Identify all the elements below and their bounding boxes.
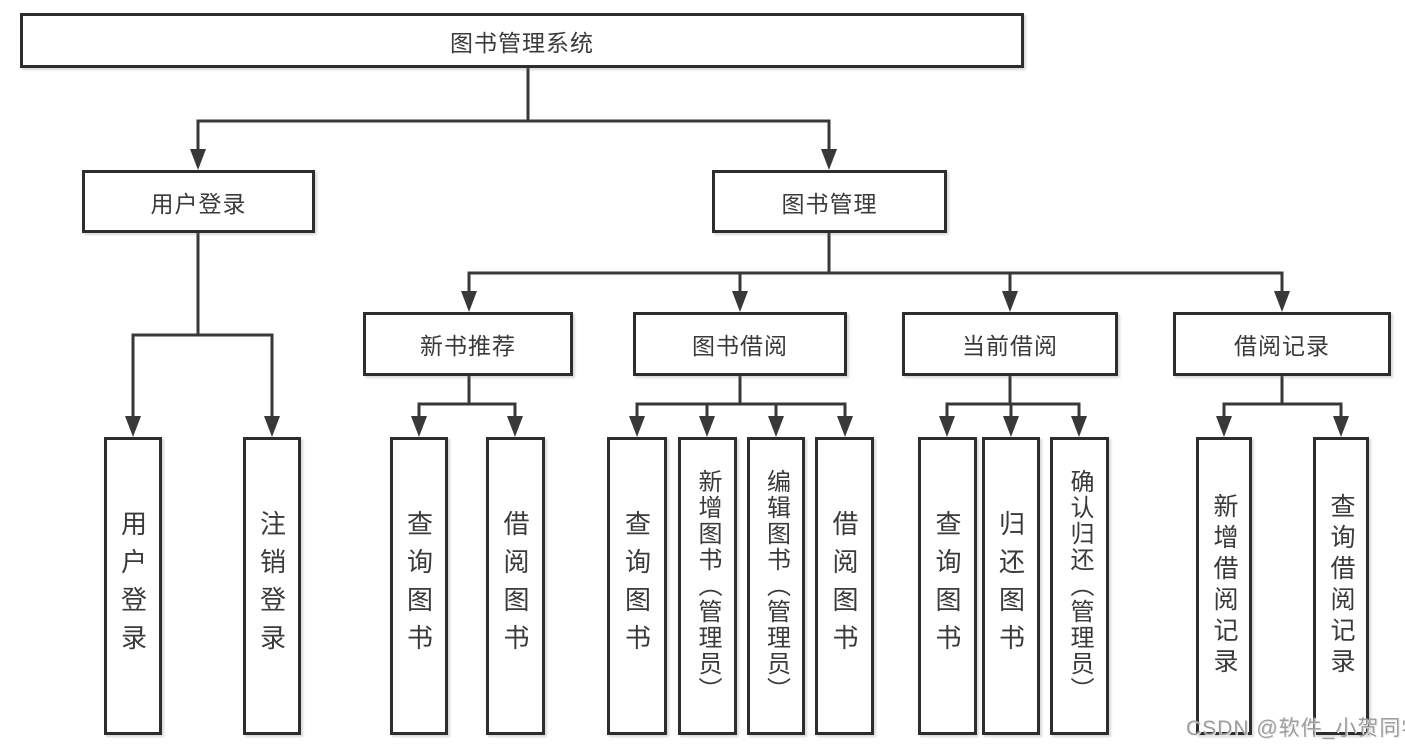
node-label: 图书管理 xyxy=(781,190,878,217)
arrowhead-icon xyxy=(411,416,427,437)
arrowhead-icon xyxy=(837,416,853,437)
node-label: 编辑图书（管理员） xyxy=(762,469,790,703)
leaf-query-books-current: 查询图书 xyxy=(918,437,977,735)
node-label: 新书推荐 xyxy=(420,333,516,359)
arrowhead-icon xyxy=(1333,416,1349,437)
node-label: 用户登录 xyxy=(117,510,148,662)
node-label: 图书借阅 xyxy=(692,333,788,359)
node-label: 图书管理系统 xyxy=(450,29,594,56)
leaf-borrow-books-recommend: 借阅图书 xyxy=(486,437,545,735)
arrowhead-icon xyxy=(264,416,280,437)
leaf-return-books: 归还图书 xyxy=(982,437,1040,735)
node-library-system: 图书管理系统 xyxy=(20,13,1024,68)
leaf-confirm-return-admin: 确认归还（管理员） xyxy=(1050,437,1109,735)
arrowhead-icon xyxy=(190,149,206,170)
node-label: 查询图书 xyxy=(621,510,652,662)
csdn-watermark: CSDN @软件_小贺同学 xyxy=(1186,717,1405,740)
arrowhead-icon xyxy=(699,416,715,437)
node-label: 查询借阅记录 xyxy=(1327,493,1355,679)
node-book-borrowing: 图书借阅 xyxy=(633,312,847,376)
arrowhead-icon xyxy=(1216,416,1232,437)
node-new-book-recommend: 新书推荐 xyxy=(363,312,573,376)
node-current-borrowing: 当前借阅 xyxy=(902,312,1118,376)
node-label: 归还图书 xyxy=(995,510,1026,662)
leaf-query-books-borrow: 查询图书 xyxy=(607,437,667,735)
node-user-login: 用户登录 xyxy=(82,170,315,233)
arrowhead-icon xyxy=(1002,291,1018,312)
leaf-user-login: 用户登录 xyxy=(104,437,162,735)
node-label: 注销登录 xyxy=(256,510,287,662)
arrowhead-icon xyxy=(732,291,748,312)
leaf-query-borrow-record: 查询借阅记录 xyxy=(1313,437,1369,735)
node-label: 借阅记录 xyxy=(1234,333,1330,359)
arrowhead-icon xyxy=(768,416,784,437)
leaf-add-borrow-record: 新增借阅记录 xyxy=(1196,437,1252,735)
node-label: 借阅图书 xyxy=(500,510,530,662)
arrowhead-icon xyxy=(507,416,523,437)
leaf-edit-books-admin: 编辑图书（管理员） xyxy=(747,437,805,735)
arrowhead-icon xyxy=(1071,416,1087,437)
arrowhead-icon xyxy=(821,149,837,170)
arrowhead-icon xyxy=(629,416,645,437)
leaf-borrow-books: 借阅图书 xyxy=(815,437,874,735)
leaf-logout: 注销登录 xyxy=(243,437,301,735)
node-label: 当前借阅 xyxy=(962,333,1058,359)
node-label: 新增图书（管理员） xyxy=(694,469,721,703)
arrowhead-icon xyxy=(125,416,141,437)
leaf-query-books-recommend: 查询图书 xyxy=(390,437,448,735)
node-label: 查询图书 xyxy=(403,510,434,662)
arrowhead-icon xyxy=(1003,416,1019,437)
node-label: 查询图书 xyxy=(932,510,962,662)
leaf-add-books-admin: 新增图书（管理员） xyxy=(678,437,737,735)
arrowhead-icon xyxy=(461,291,477,312)
node-book-management: 图书管理 xyxy=(712,170,947,233)
node-label: 确认归还（管理员） xyxy=(1066,469,1093,703)
node-borrow-records: 借阅记录 xyxy=(1173,312,1391,376)
node-label: 用户登录 xyxy=(150,190,247,217)
node-label: 新增借阅记录 xyxy=(1210,493,1238,679)
node-label: 借阅图书 xyxy=(829,510,859,662)
arrowhead-icon xyxy=(939,416,955,437)
arrowhead-icon xyxy=(1274,291,1290,312)
